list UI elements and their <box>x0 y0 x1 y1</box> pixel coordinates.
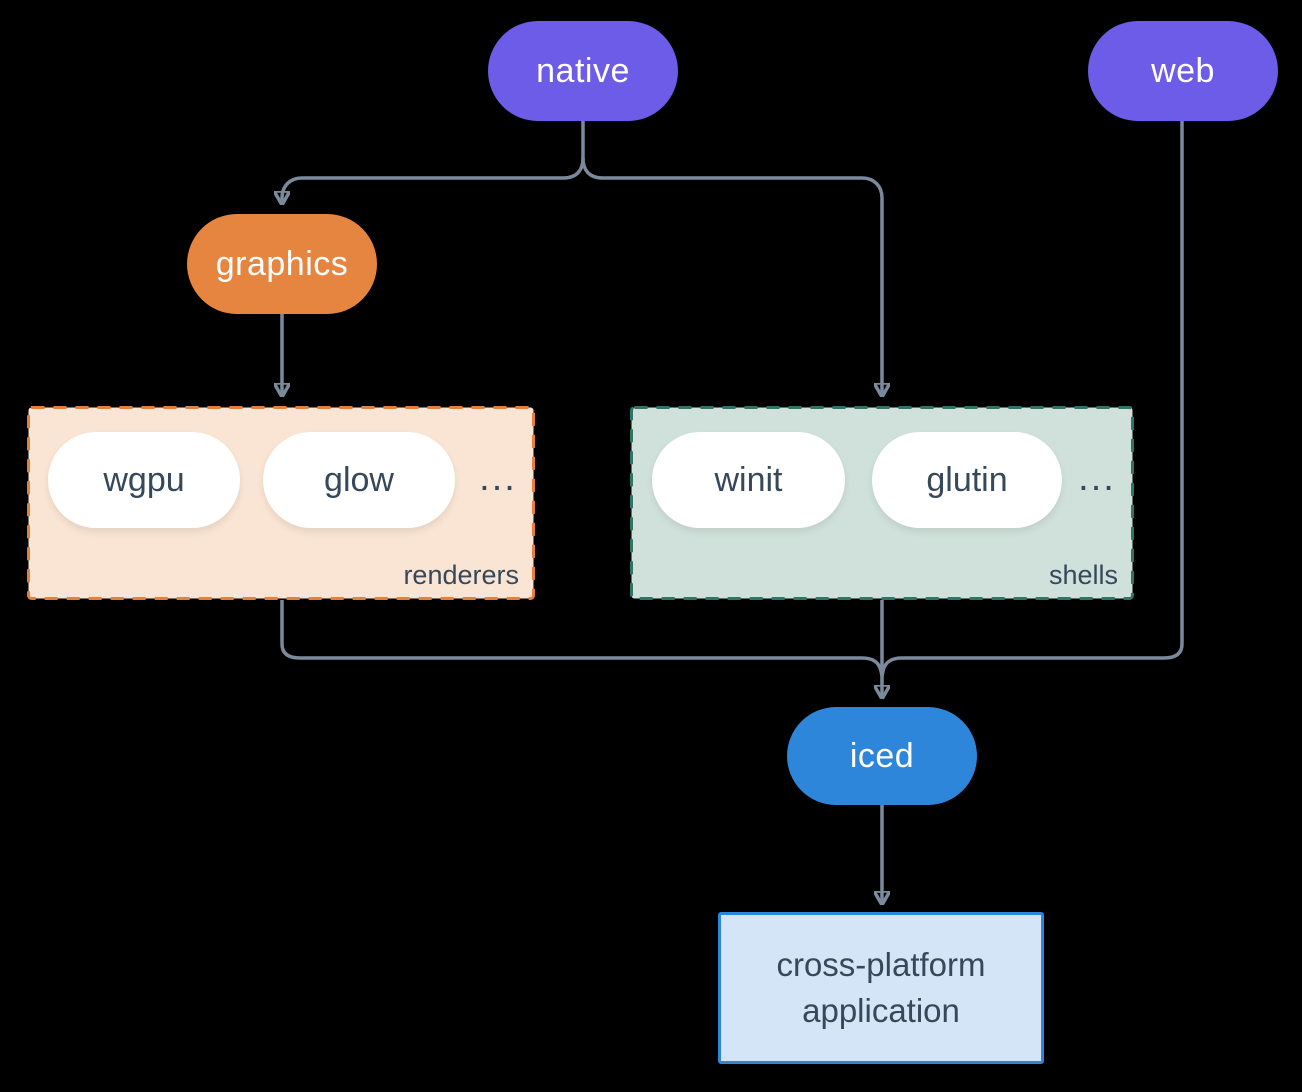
node-winit: winit <box>652 432 845 528</box>
node-winit-label: winit <box>714 460 783 499</box>
node-wgpu-label: wgpu <box>103 460 185 499</box>
node-graphics: graphics <box>187 214 377 314</box>
application-label-line1: cross-platform <box>776 946 986 983</box>
node-glutin: glutin <box>872 432 1062 528</box>
shells-ellipsis: ... <box>1078 456 1116 499</box>
edge-renderers-to-merge <box>280 600 884 677</box>
node-cross-platform-application: cross-platform application <box>718 912 1044 1064</box>
group-renderers: wgpu glow ... renderers <box>27 406 535 600</box>
node-glow: glow <box>263 432 455 528</box>
node-wgpu: wgpu <box>48 432 240 528</box>
renderers-ellipsis: ... <box>479 456 517 499</box>
node-glutin-label: glutin <box>926 460 1008 499</box>
node-glow-label: glow <box>324 460 394 499</box>
node-iced-label: iced <box>849 736 915 775</box>
node-iced: iced <box>787 707 977 805</box>
edge-web-to-merge <box>880 121 1184 677</box>
node-web: web <box>1088 21 1278 121</box>
node-web-label: web <box>1151 51 1215 90</box>
edge-native-to-graphics <box>282 157 585 203</box>
application-label-line2: application <box>802 992 960 1029</box>
group-shells: winit glutin ... shells <box>630 406 1134 600</box>
node-native: native <box>488 21 678 121</box>
node-graphics-label: graphics <box>215 244 349 283</box>
node-native-label: native <box>536 51 630 90</box>
edge-native-to-shells <box>581 157 882 395</box>
group-renderers-label: renderers <box>403 560 519 590</box>
group-shells-label: shells <box>1048 560 1118 590</box>
